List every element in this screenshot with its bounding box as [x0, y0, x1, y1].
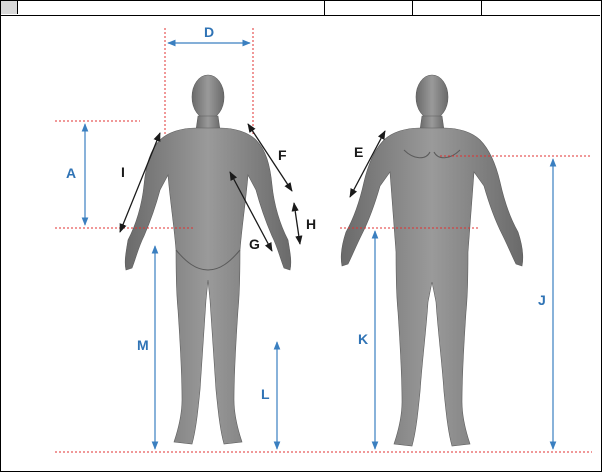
label-l: L — [261, 386, 270, 402]
label-e: E — [354, 144, 363, 160]
label-d: D — [204, 24, 214, 40]
labels: D A I F G H E M L K J — [66, 24, 546, 402]
label-a: A — [66, 165, 76, 181]
arrow-h — [294, 203, 300, 244]
label-g: G — [249, 236, 260, 252]
label-j: J — [538, 292, 546, 308]
label-k: K — [358, 331, 368, 347]
label-h: H — [306, 216, 316, 232]
dimension-lines — [85, 43, 553, 449]
label-m: M — [137, 337, 149, 353]
label-f: F — [278, 147, 287, 163]
front-view-figure — [341, 75, 523, 446]
label-i: I — [121, 164, 125, 180]
